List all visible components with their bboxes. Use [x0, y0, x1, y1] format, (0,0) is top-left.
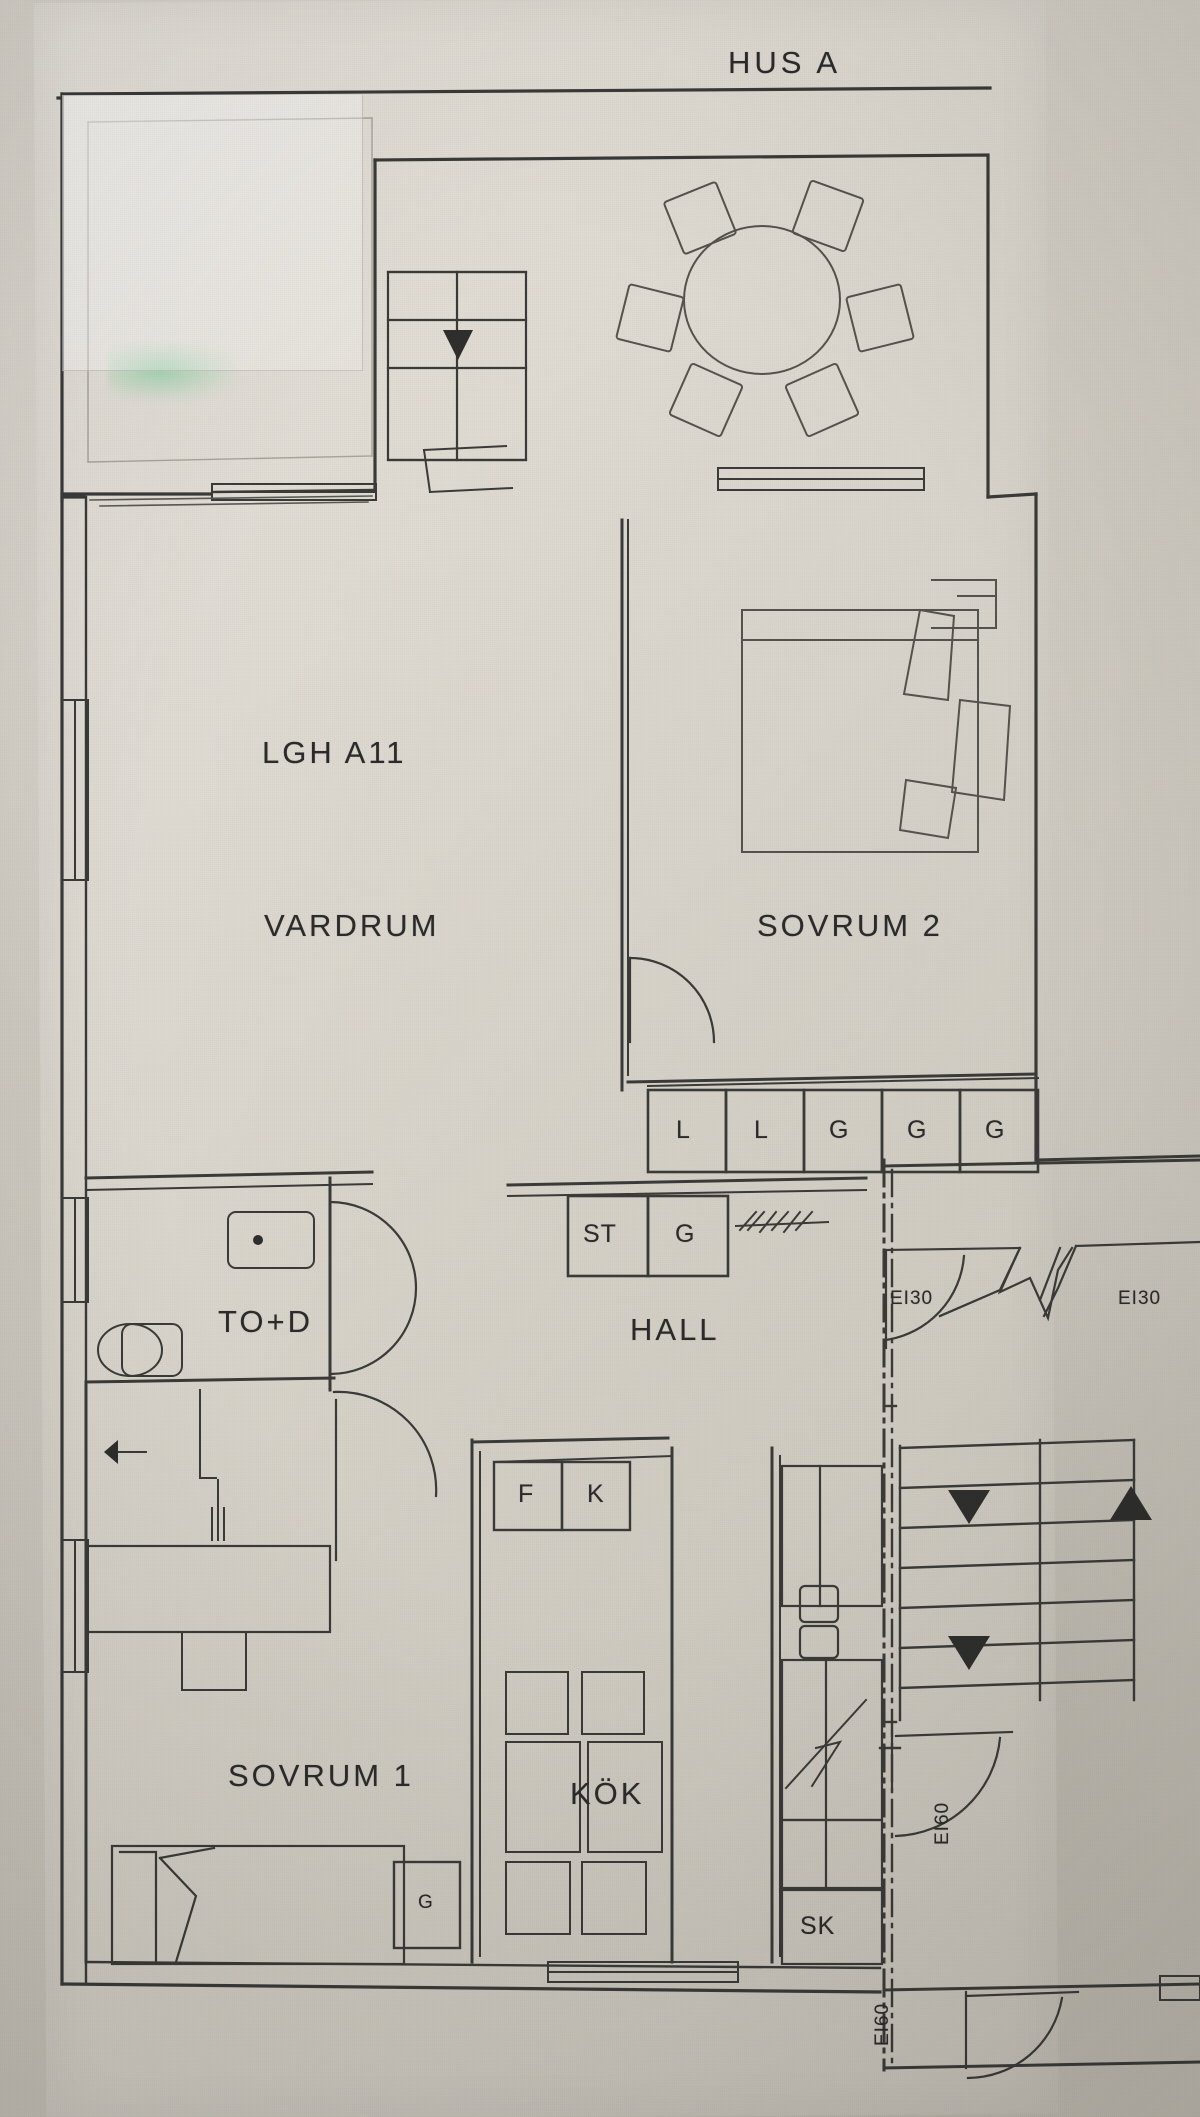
bottom-right-window: [1159, 1975, 1200, 2001]
closet-label-g-3: G: [985, 1116, 1006, 1144]
closet-label-l-2: L: [754, 1116, 769, 1144]
door-zigzag-marker: [997, 1246, 1074, 1322]
fire-door-ei60: [890, 1730, 1014, 1838]
sovrum1-desk: [181, 1631, 247, 1691]
closet-label-g-5: G: [418, 1892, 434, 1913]
door-bathroom: [328, 1200, 418, 1376]
corridor-storage: [780, 1464, 884, 1966]
entrance-door-bottom: [964, 1990, 1080, 2080]
closet-label-g-2: G: [907, 1116, 928, 1144]
sovrum1-wardrobe: [84, 1544, 332, 1634]
sovrum1-bed: [110, 1844, 406, 1966]
door-vardrum-sovrum2: [628, 956, 716, 1044]
storage-label-sk: SK: [800, 1912, 836, 1940]
sheet-title: HUS A: [728, 45, 842, 80]
appliance-label-k: K: [587, 1480, 605, 1508]
bed-sovrum2: [741, 579, 1012, 853]
corridor-diagonal: [784, 1698, 868, 1790]
appliance-label-f: F: [518, 1480, 535, 1508]
stair-arrow-down-2: [948, 1636, 990, 1670]
closet-row-lower: [566, 1194, 730, 1278]
upper-staircase: [386, 270, 528, 462]
fire-rating-ei60-mid: EI60: [932, 1801, 953, 1845]
room-label-sovrum2: SOVRUM 2: [757, 908, 943, 943]
toilet: [97, 1323, 183, 1377]
room-label-kok: KÖK: [570, 1776, 645, 1811]
water-inlet-arrow: [104, 1440, 147, 1464]
door-sovrum1: [332, 1390, 438, 1562]
dining-chairs: [615, 179, 915, 438]
fire-rating-ei30-left: EI30: [890, 1288, 934, 1309]
apartment-id-label: LGH A11: [262, 735, 407, 770]
stairwell-walls: [882, 1154, 1200, 2070]
tape-patch-outline: [87, 117, 373, 463]
dining-table: [683, 225, 841, 375]
door-threshold-marks: [878, 1404, 902, 1750]
room-label-vardrum: VARDRUM: [264, 908, 440, 943]
stair-arrow-down-1: [948, 1490, 990, 1524]
closet-label-l-1: L: [676, 1116, 691, 1144]
kitchen-appliances: [492, 1454, 674, 1532]
stair-down-arrow: [443, 330, 473, 360]
closet-label-g-4: G: [675, 1220, 696, 1248]
window-left-mid: [61, 1197, 89, 1303]
upper-stair-landing: [422, 444, 514, 494]
stair-arrow-up: [1110, 1486, 1152, 1520]
window-band-top: [717, 467, 925, 491]
outer-walls: [56, 86, 1038, 1994]
window-band-upper-left: [211, 483, 377, 501]
kitchen-counters: [505, 1671, 663, 1935]
washbasin: [227, 1211, 315, 1269]
room-label-hall: HALL: [630, 1312, 720, 1347]
right-staircase: [898, 1438, 1136, 1722]
room-label-sovrum1: SOVRUM 1: [228, 1758, 414, 1793]
fire-rating-ei30-right: EI30: [1118, 1288, 1162, 1309]
radiator-marks: [89, 495, 373, 507]
fire-door-ei30-right: [1038, 1240, 1200, 1318]
fire-rating-ei60-bottom: EI60: [872, 2002, 893, 2046]
closet-label-g-1: G: [829, 1116, 850, 1144]
sovrum1-closet-g: [392, 1860, 462, 1950]
closet-row-upper: [646, 1076, 1040, 1174]
window-bottom: [547, 1961, 739, 1983]
closet-label-st: ST: [583, 1220, 617, 1248]
room-label-tod: TO+D: [218, 1304, 313, 1339]
window-left-upper: [61, 699, 89, 881]
coat-hooks: [734, 1210, 830, 1234]
window-left-lower: [61, 1539, 89, 1673]
shower-plumbing: [199, 1389, 225, 1541]
